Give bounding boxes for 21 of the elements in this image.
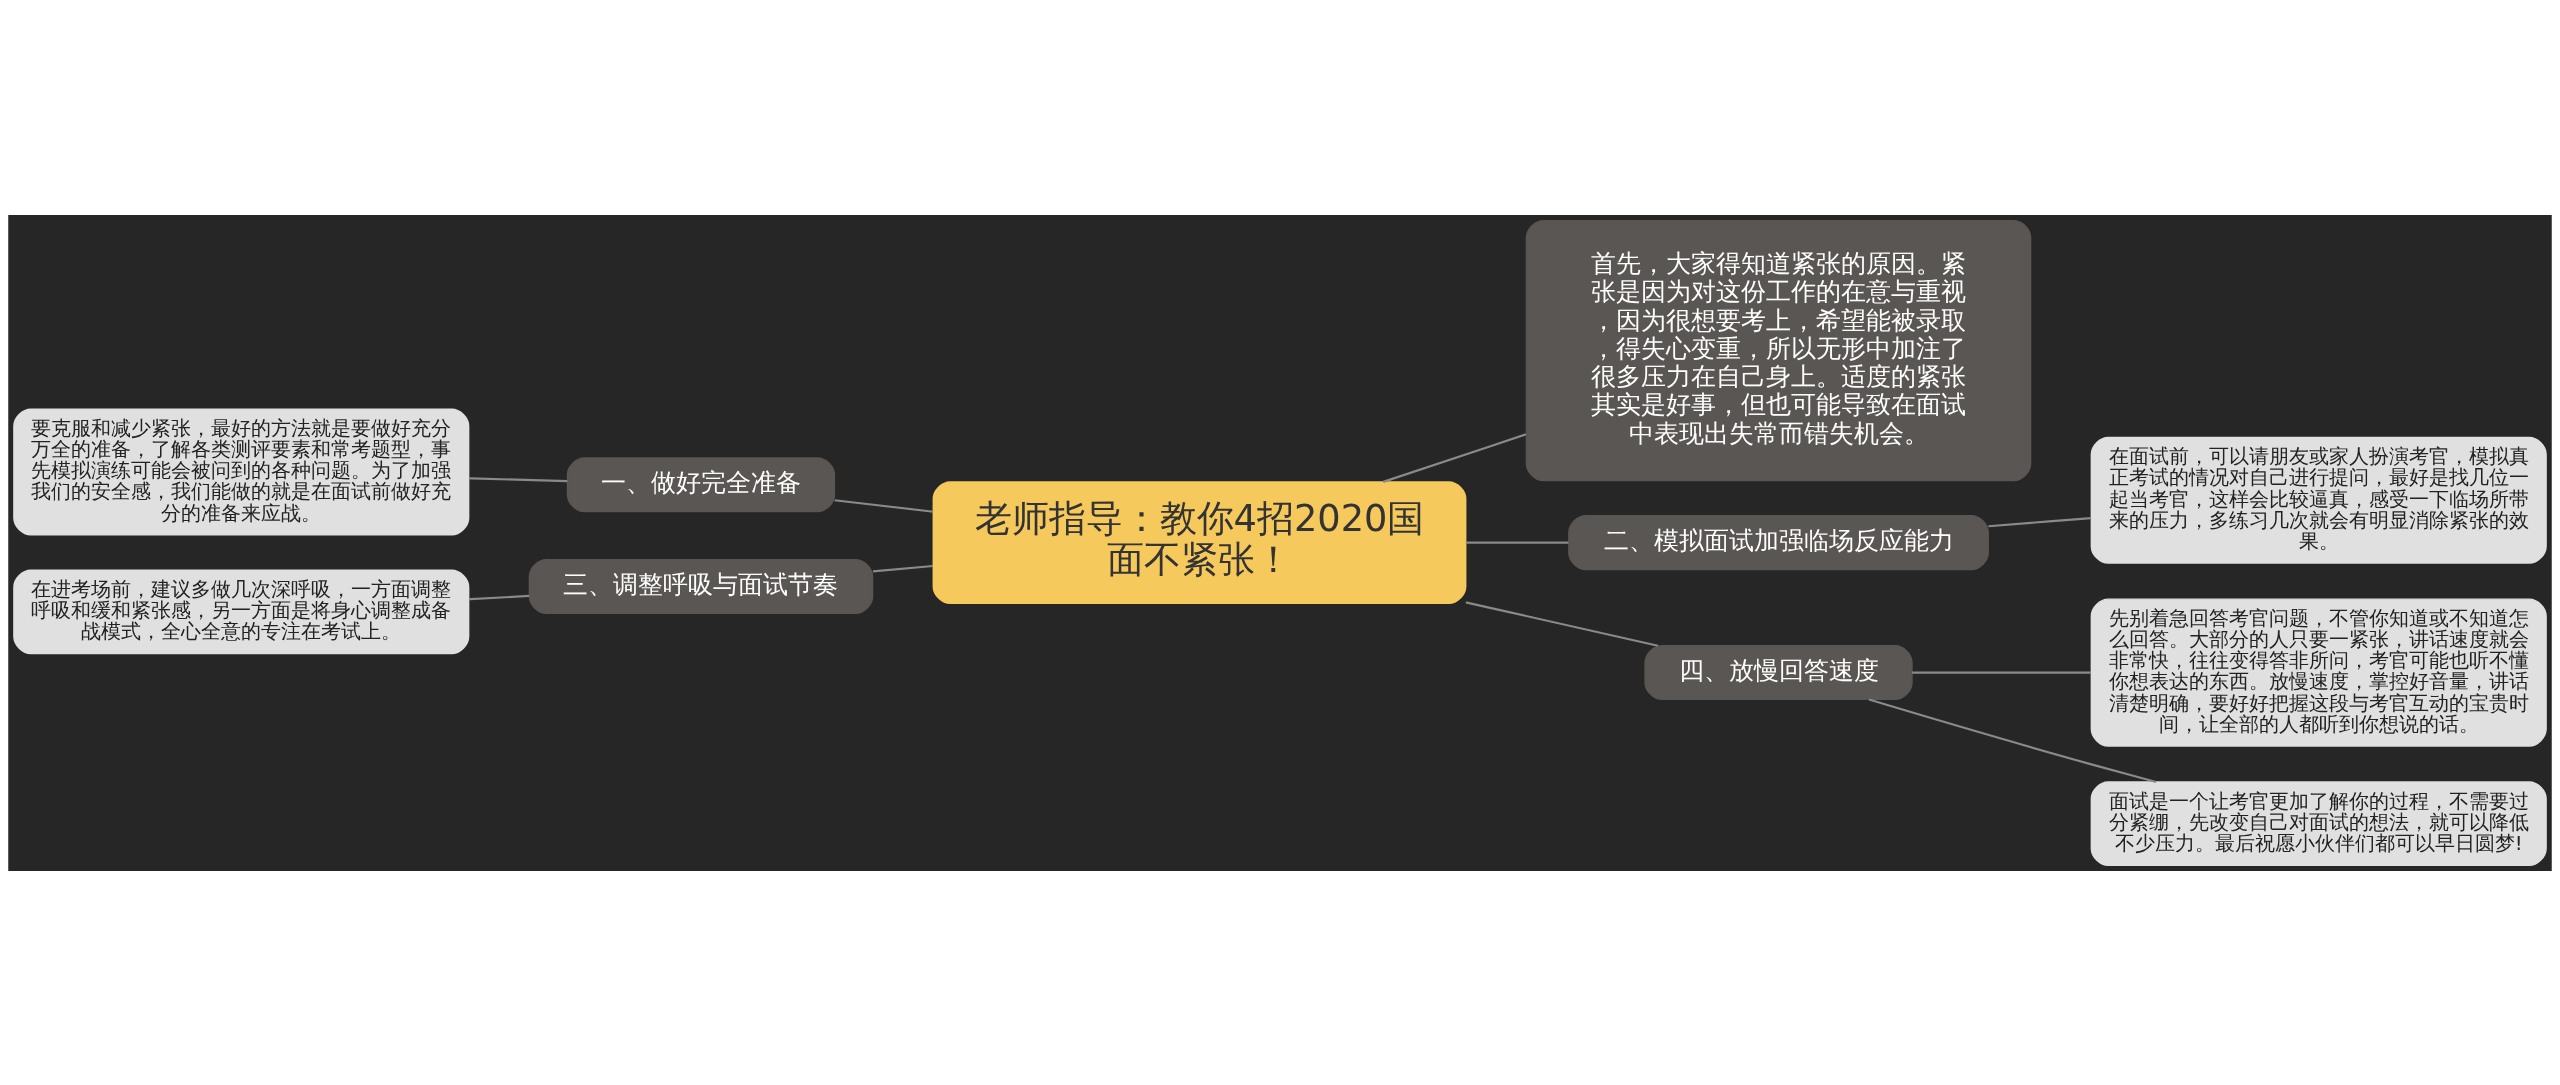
- connector: [872, 564, 934, 572]
- node-box: 在进考场前，建议多做几次深呼吸，一方面调整呼吸和缓和紧张感，另一方面是将身心调整成备战模式，全心全意的专注在考试上。: [13, 569, 470, 654]
- node-box: 二、模拟面试加强临场反应能力: [1568, 514, 1989, 570]
- node-box: 在面试前，可以请朋友或家人扮演考官，模拟真正考试的情况对自己进行提问，最好是找几位一起当考官，这样会比较逼真，感受一下临场所带来的压力，多练习几次就会有明显消除紧张的效果。: [2090, 436, 2547, 564]
- connector: [1912, 671, 2091, 674]
- connector: [469, 594, 530, 600]
- connector: [1465, 600, 1659, 647]
- node-box: 四、放慢回答速度: [1644, 644, 1913, 700]
- node-box: 首先，大家得知道紧张的原因。紧张是因为对这份工作的在意与重视，因为很想要考上，希望能被录取，得失心变重，所以无形中加注了很多压力在自己身上。适度的紧张其实是好事，但也可能导致在面试中表现出失常而错失机会。: [1525, 219, 2032, 481]
- node-box: 面试是一个让考官更加了解你的过程，不需要过分紧绷，先改变自己对面试的想法，就可以降低不少压力。最后祝愿小伙伴们都可以早日圆梦!: [2090, 780, 2547, 866]
- connector: [1868, 698, 2157, 783]
- connector: [834, 498, 934, 513]
- connector: [1465, 541, 1569, 544]
- node-box: 老师指导：教你4招2020国面不紧张！: [932, 480, 1467, 604]
- node-box: 先别着急回答考官问题，不管你知道或不知道怎么回答。大部分的人只要一紧张，讲话速度就会非常快，往往变得答非所问，考官可能也听不懂你想表达的东西。放慢速度，掌控好音量，讲话清楚明确，要好好把握这段与考官互动的宝贵时间，让全部的人都听到你想说的话。: [2090, 597, 2547, 747]
- node-box: 三、调整呼吸与面试节奏: [528, 558, 874, 614]
- connector: [1988, 516, 2092, 527]
- connector: [469, 476, 568, 482]
- connector: [1382, 432, 1527, 483]
- node-box: 要克服和减少紧张，最好的方法就是要做好充分万全的准备，了解各类测评要素和常考题型，事先模拟演练可能会被问到的各种问题。为了加强我们的安全感，我们能做的就是在面试前做好充分的准备来应战。: [13, 408, 470, 536]
- node-box: 一、做好完全准备: [566, 456, 836, 512]
